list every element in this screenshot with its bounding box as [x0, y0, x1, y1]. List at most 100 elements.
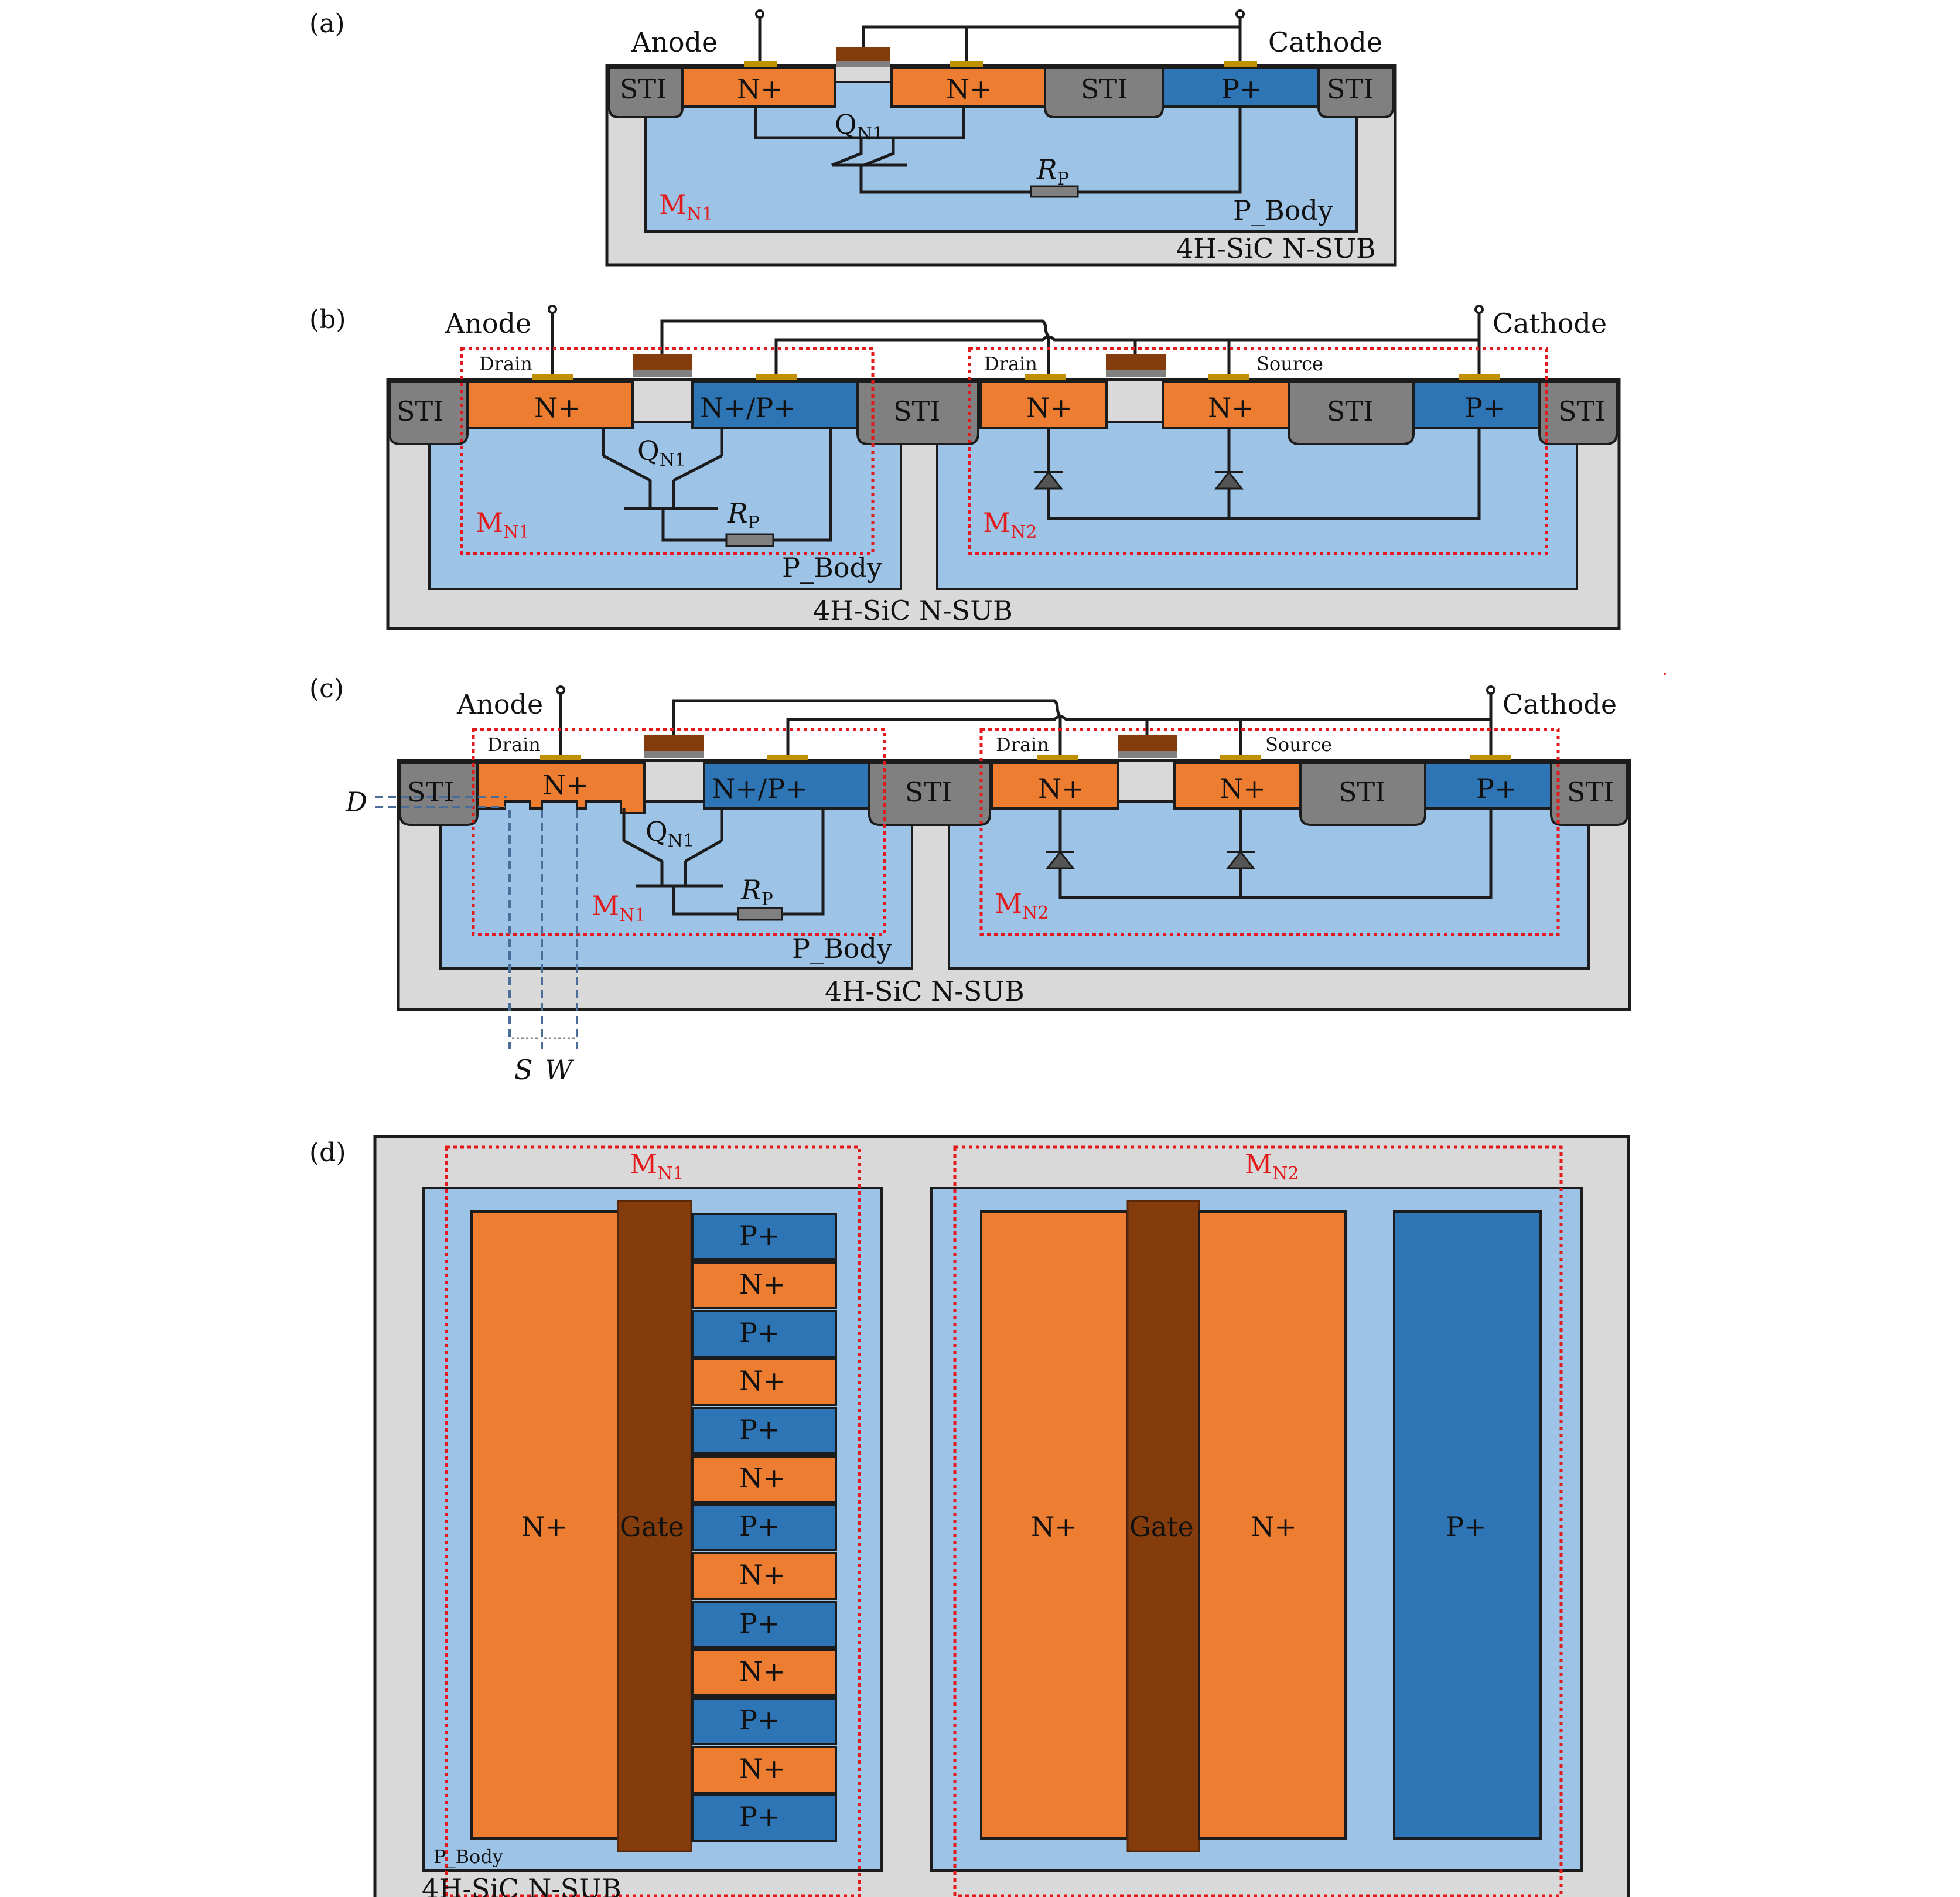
- p-plus-segment: [691, 1697, 837, 1745]
- gate-electrode: [1106, 354, 1166, 373]
- substrate-label: 4H-SiC N-SUB: [825, 975, 1025, 1007]
- n-plus-segment: [691, 1455, 837, 1503]
- panel-c-label: (c): [309, 674, 344, 704]
- mn1-boundary: [472, 728, 886, 936]
- gate-electrode: [836, 47, 890, 63]
- contact: [1037, 755, 1078, 760]
- n-plus-drain-region: [470, 1210, 619, 1840]
- n-plus-label: N+: [521, 1511, 568, 1543]
- cathode-label: Cathode: [1268, 26, 1382, 58]
- q-n1-label: QN1: [646, 816, 694, 851]
- n-plus-label: N+: [1251, 1511, 1297, 1543]
- sti-label: STI: [1567, 776, 1614, 808]
- p-plus-label: P+: [739, 1317, 780, 1349]
- n-plus-p-plus-region: [691, 381, 859, 429]
- contact: [540, 755, 581, 760]
- gate-oxide: [644, 751, 704, 758]
- gate-electrode: [1118, 735, 1177, 753]
- n-plus-segmented-region: [476, 762, 646, 814]
- sti-region: [856, 381, 979, 445]
- gate-oxide: [633, 370, 692, 377]
- p-body-region: [948, 800, 1590, 970]
- drain-label: Drain: [487, 733, 541, 756]
- panel-d-label: (d): [309, 1138, 346, 1168]
- mn2-label: MN2: [1245, 1148, 1299, 1184]
- mn2-label: MN2: [983, 507, 1037, 543]
- n-plus-label: N+: [739, 1268, 786, 1300]
- contact: [950, 61, 983, 67]
- source-label: Source: [1256, 353, 1323, 375]
- p-plus-label: P+: [739, 1801, 780, 1833]
- n-plus-label: N+: [1026, 392, 1073, 424]
- anode-terminal: [556, 685, 565, 695]
- n-plus-label: N+: [739, 1753, 786, 1785]
- anode-terminal: [755, 9, 764, 19]
- panel-a-label: (a): [309, 9, 345, 39]
- drain-label: Drain: [984, 353, 1037, 375]
- contact: [1470, 755, 1511, 760]
- contact: [767, 755, 808, 760]
- sti-label: STI: [905, 776, 952, 808]
- n-plus-segment: [691, 1649, 837, 1697]
- rp-label: RP: [727, 497, 760, 533]
- cathode-label: Cathode: [1503, 688, 1617, 720]
- anode-label: Anode: [456, 688, 543, 720]
- mn2-boundary: [968, 347, 1548, 555]
- n-plus-label: N+: [739, 1462, 786, 1494]
- n-plus-region: [979, 381, 1108, 429]
- p-plus-segment: [691, 1794, 837, 1842]
- contact: [532, 374, 573, 380]
- sti-label: STI: [1327, 73, 1374, 105]
- n-plus-region: [890, 67, 1046, 108]
- gate-wire: [862, 25, 1240, 47]
- mn1-label: MN1: [630, 1148, 684, 1184]
- sti-label: STI: [620, 73, 667, 105]
- p-plus-segment: [691, 1601, 837, 1649]
- n-plus-label: N+: [542, 769, 589, 801]
- n-plus-segment: [691, 1552, 837, 1600]
- sti-label: STI: [1081, 73, 1128, 105]
- rp-wire: [773, 428, 832, 542]
- mn1-label: MN1: [476, 507, 530, 543]
- stray-mark: [1664, 673, 1666, 675]
- resistor-rp: [1030, 185, 1079, 198]
- gate-oxide: [1106, 370, 1166, 377]
- sti-region: [399, 762, 479, 826]
- mn1-boundary: [445, 1145, 861, 1897]
- gate-label: Gate: [1129, 1511, 1194, 1543]
- panel-b-label: (b): [309, 305, 346, 335]
- n-plus-label: N+: [739, 1365, 786, 1397]
- p-plus-segment: [691, 1407, 837, 1455]
- substrate-label: 4H-SiC N-SUB: [422, 1873, 622, 1897]
- gate-region: [617, 1200, 692, 1852]
- substrate-label: 4H-SiC N-SUB: [1176, 233, 1376, 264]
- p-body-region: [936, 421, 1578, 590]
- drain-label: Drain: [479, 353, 532, 375]
- mn1-boundary: [460, 347, 875, 555]
- anode-label: Anode: [631, 26, 718, 58]
- panel-b: (b): [309, 305, 1621, 630]
- n-plus-region: [466, 381, 634, 429]
- contact: [1025, 374, 1066, 380]
- cathode-terminal: [1474, 305, 1484, 314]
- p-plus-segment: [691, 1213, 837, 1261]
- panel-d: (d) MN1 MN2 N+ Gate: [309, 1135, 1630, 1897]
- p-plus-label: P+: [1464, 392, 1505, 424]
- p-plus-region: [1393, 1210, 1542, 1840]
- p-plus-label: P+: [739, 1220, 780, 1251]
- n-plus-region: [681, 67, 836, 108]
- panel-c: (c): [309, 674, 1631, 1086]
- gate-oxide: [836, 61, 890, 67]
- resistor-rp: [725, 533, 774, 547]
- mn2-boundary: [953, 1145, 1563, 1897]
- rp-label: RP: [1036, 153, 1069, 189]
- contact: [744, 61, 777, 67]
- p-plus-label: P+: [739, 1510, 780, 1542]
- gate-electrode: [633, 354, 692, 373]
- p-plus-label: P+: [1476, 773, 1517, 804]
- gate-region: [1126, 1200, 1200, 1852]
- p-plus-label: P+: [1446, 1511, 1487, 1543]
- n-plus-segment: [691, 1261, 837, 1309]
- n-plus-label: N+: [739, 1559, 786, 1591]
- p-body-region: [428, 421, 902, 590]
